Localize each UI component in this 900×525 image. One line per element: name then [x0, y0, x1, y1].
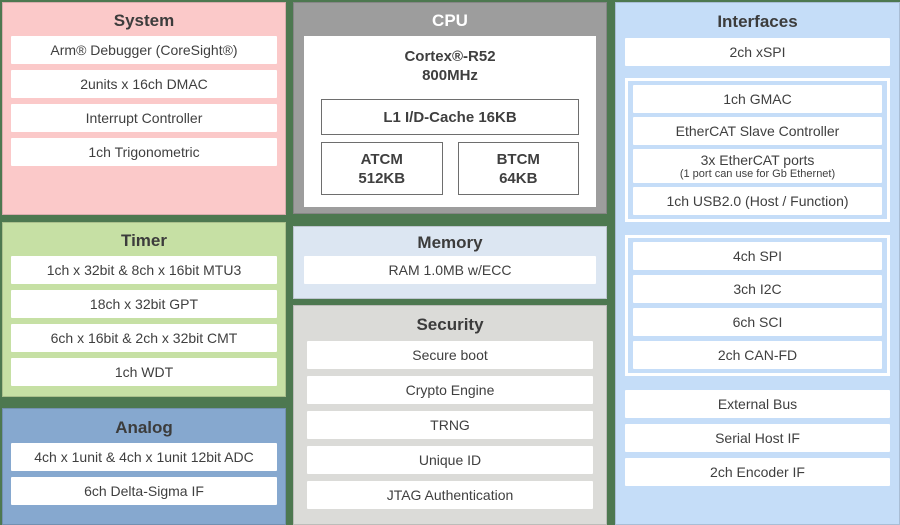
interfaces-item-ethercat-slave: EtherCAT Slave Controller [633, 117, 882, 145]
cpu-frequency: 800MHz [422, 67, 478, 84]
interfaces-item-serial-host: Serial Host IF [625, 424, 890, 452]
cpu-title: CPU [432, 11, 468, 30]
ethercat-ports-note: (1 port can use for Gb Ethernet) [679, 167, 836, 180]
timer-item-cmt: 6ch x 16bit & 2ch x 32bit CMT [11, 324, 277, 352]
atcm-name: ATCM [360, 150, 403, 168]
security-item-jtag-auth: JTAG Authentication [307, 481, 593, 509]
interfaces-serial-group: 4ch SPI 3ch I2C 6ch SCI 2ch CAN-FD [625, 235, 890, 376]
timer-item-wdt: 1ch WDT [11, 358, 277, 386]
interfaces-item-encoder: 2ch Encoder IF [625, 458, 890, 486]
system-item-arm-debugger: Arm® Debugger (CoreSight®) [11, 36, 277, 64]
timer-item-mtu3: 1ch x 32bit & 8ch x 16bit MTU3 [11, 256, 277, 284]
interfaces-item-ethercat-ports: 3x EtherCAT ports (1 port can use for Gb… [633, 149, 882, 183]
system-item-dmac: 2units x 16ch DMAC [11, 70, 277, 98]
security-item-crypto-engine: Crypto Engine [307, 376, 593, 404]
security-item-trng: TRNG [307, 411, 593, 439]
btcm-size: 64KB [499, 169, 538, 187]
interfaces-item-i2c: 3ch I2C [633, 275, 882, 303]
ethercat-ports-label: 3x EtherCAT ports [700, 151, 815, 168]
system-item-interrupt-controller: Interrupt Controller [11, 104, 277, 132]
interfaces-item-xspi: 2ch xSPI [625, 38, 890, 66]
cpu-atcm: ATCM 512KB [321, 142, 443, 195]
security-item-secure-boot: Secure boot [307, 341, 593, 369]
security-items: Secure boot Crypto Engine TRNG Unique ID… [307, 341, 593, 509]
interfaces-bottom-items: External Bus Serial Host IF 2ch Encoder … [625, 390, 890, 486]
timer-item-gpt: 18ch x 32bit GPT [11, 290, 277, 318]
system-items: Arm® Debugger (CoreSight®) 2units x 16ch… [11, 36, 277, 166]
interfaces-item-spi: 4ch SPI [633, 242, 882, 270]
analog-item-delta-sigma: 6ch Delta-Sigma IF [11, 477, 277, 505]
cpu-core-name: Cortex®-R52 [404, 48, 496, 65]
block-cpu: CPU Cortex®-R52 800MHz L1 I/D-Cache 16KB… [293, 2, 607, 214]
block-security: Security Secure boot Crypto Engine TRNG … [293, 305, 607, 525]
cpu-l1-cache: L1 I/D-Cache 16KB [321, 99, 579, 135]
block-timer: Timer 1ch x 32bit & 8ch x 16bit MTU3 18c… [2, 222, 286, 397]
analog-item-adc: 4ch x 1unit & 4ch x 1unit 12bit ADC [11, 443, 277, 471]
cpu-core-panel: Cortex®-R52 800MHz L1 I/D-Cache 16KB ATC… [304, 36, 596, 207]
interfaces-title: Interfaces [717, 12, 798, 31]
block-memory: Memory RAM 1.0MB w/ECC [293, 226, 607, 299]
interfaces-item-can-fd: 2ch CAN-FD [633, 341, 882, 369]
btcm-name: BTCM [496, 150, 540, 168]
security-title: Security [416, 315, 484, 334]
timer-title: Timer [121, 231, 167, 250]
cpu-btcm: BTCM 64KB [457, 142, 579, 195]
timer-items: 1ch x 32bit & 8ch x 16bit MTU3 18ch x 32… [11, 256, 277, 386]
memory-item-ram: RAM 1.0MB w/ECC [304, 256, 596, 284]
interfaces-ethernet-group: 1ch GMAC EtherCAT Slave Controller 3x Et… [625, 78, 890, 222]
block-analog: Analog 4ch x 1unit & 4ch x 1unit 12bit A… [2, 408, 286, 525]
interfaces-item-gmac: 1ch GMAC [633, 85, 882, 113]
interfaces-item-external-bus: External Bus [625, 390, 890, 418]
analog-title: Analog [115, 418, 173, 437]
block-interfaces: Interfaces 2ch xSPI 1ch GMAC EtherCAT Sl… [615, 2, 900, 525]
memory-items: RAM 1.0MB w/ECC [304, 256, 596, 284]
interfaces-item-usb: 1ch USB2.0 (Host / Function) [633, 187, 882, 215]
system-item-trigonometric: 1ch Trigonometric [11, 138, 277, 166]
cpu-tcm-row: ATCM 512KB BTCM 64KB [321, 142, 579, 195]
block-system: System Arm® Debugger (CoreSight®) 2units… [2, 2, 286, 215]
memory-title: Memory [417, 233, 483, 252]
system-title: System [113, 11, 175, 30]
interfaces-item-sci: 6ch SCI [633, 308, 882, 336]
analog-items: 4ch x 1unit & 4ch x 1unit 12bit ADC 6ch … [11, 443, 277, 505]
security-item-unique-id: Unique ID [307, 446, 593, 474]
atcm-size: 512KB [358, 169, 406, 187]
